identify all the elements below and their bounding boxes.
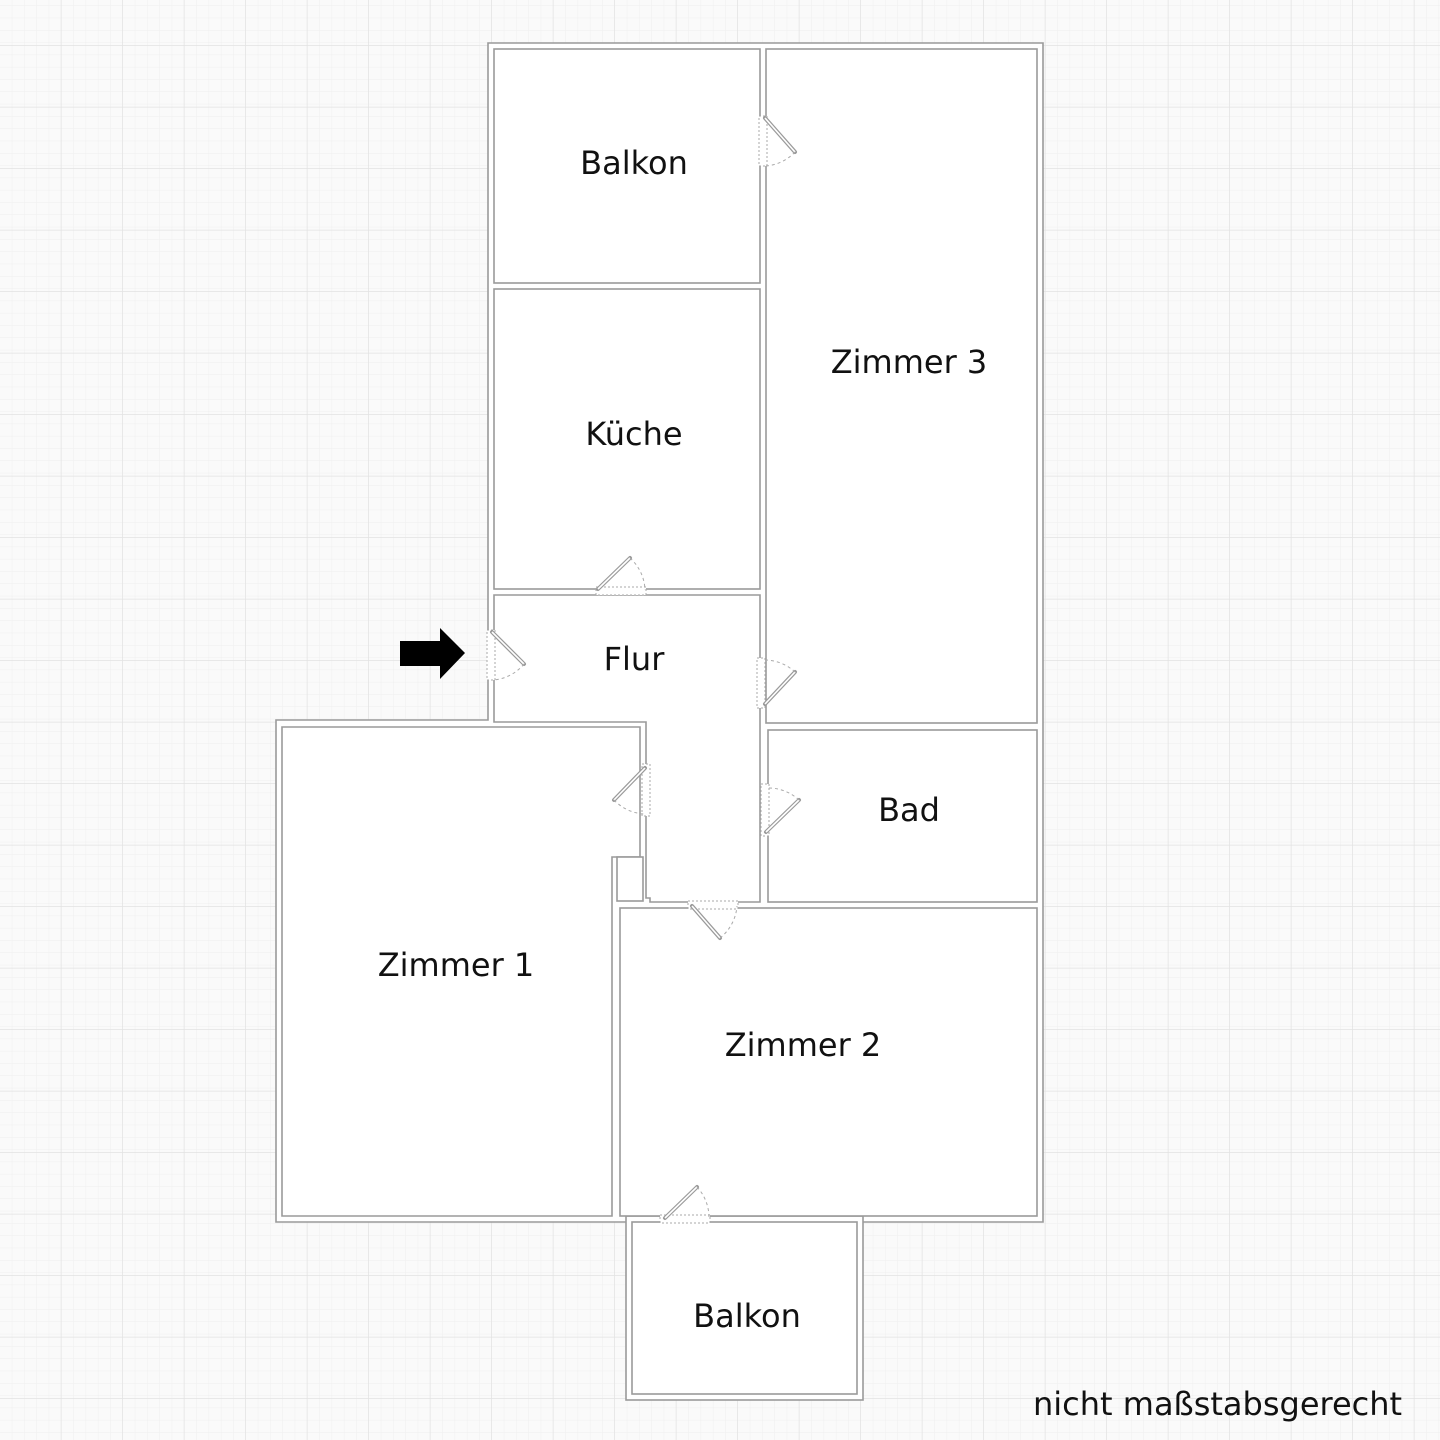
label-kueche: Küche — [585, 415, 682, 453]
door-flur-zimmer1[interactable] — [612, 763, 651, 817]
door-kueche-flur[interactable] — [595, 556, 647, 596]
label-zimmer-1: Zimmer 1 — [378, 946, 535, 984]
room-zimmer-3 — [765, 48, 1038, 724]
room-balkon-bottom — [631, 1221, 858, 1395]
door-zimmer2-balkon[interactable] — [659, 1185, 711, 1224]
room-zimmer-2 — [619, 907, 1038, 1217]
room-balkon-top — [493, 48, 761, 284]
door-flur-zimmer3[interactable] — [756, 657, 797, 709]
label-zimmer-2: Zimmer 2 — [725, 1026, 882, 1064]
label-zimmer-3: Zimmer 3 — [831, 343, 988, 381]
label-balkon-bottom: Balkon — [693, 1297, 801, 1335]
label-flur: Flur — [604, 640, 666, 678]
door-entrance[interactable] — [486, 629, 526, 681]
arrow-right-icon — [400, 628, 465, 679]
room-kueche — [493, 288, 761, 590]
room-bad — [767, 729, 1038, 903]
door-balkon-zimmer3[interactable] — [758, 115, 797, 167]
label-balkon-top: Balkon — [580, 144, 688, 182]
door-flur-bad[interactable] — [760, 783, 801, 837]
label-bad: Bad — [878, 791, 940, 829]
closet — [616, 856, 644, 902]
room-zimmer-1 — [281, 726, 641, 1217]
scale-note: nicht maßstabsgerecht — [1033, 1385, 1402, 1423]
door-flur-zimmer2[interactable] — [687, 900, 739, 940]
